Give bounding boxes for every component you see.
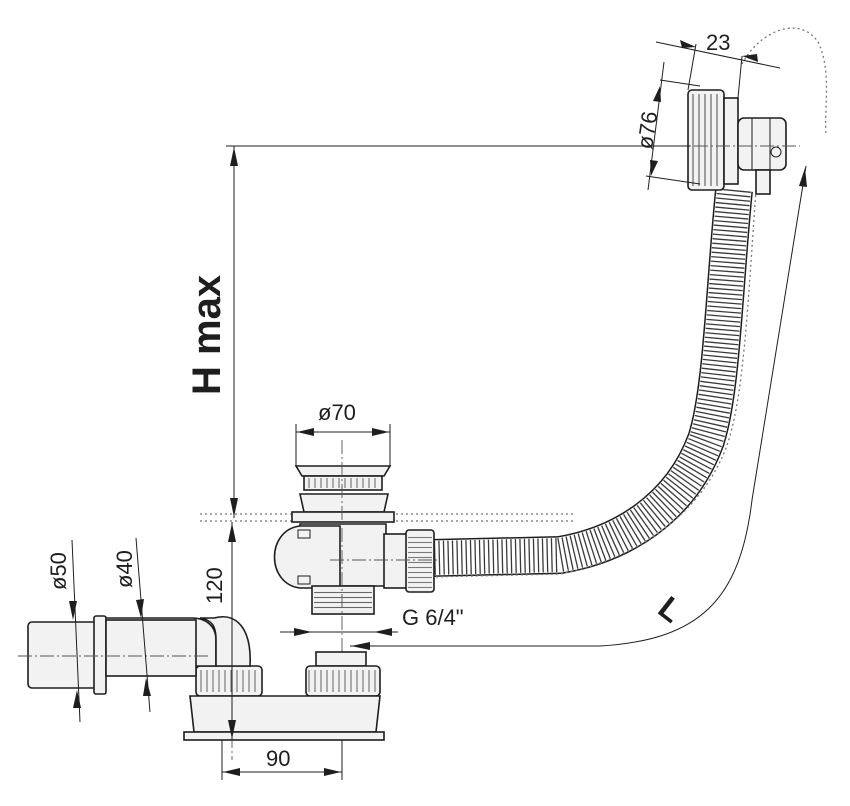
dim-90: 90 bbox=[221, 740, 343, 780]
dim-diameter-50-label: ø50 bbox=[46, 552, 71, 590]
dim-diameter-76-label: ø76 bbox=[632, 110, 662, 151]
dim-diameter-50: ø50 bbox=[46, 539, 81, 723]
dim-h-max-label: H max bbox=[185, 275, 229, 395]
dim-23: 23 bbox=[655, 30, 781, 99]
dim-diameter-40: ø40 bbox=[112, 537, 151, 713]
dim-diameter-40-label: ø40 bbox=[112, 550, 137, 588]
dim-23-label: 23 bbox=[706, 30, 730, 55]
dim-90-label: 90 bbox=[266, 746, 290, 771]
dim-diameter-70: ø70 bbox=[295, 400, 391, 466]
siphon-trap bbox=[18, 615, 385, 760]
dim-length-l-label: L bbox=[652, 589, 690, 629]
dim-thread: G 6/4" bbox=[280, 605, 464, 636]
pull-chain bbox=[741, 27, 828, 135]
flexible-hose bbox=[429, 188, 757, 578]
dim-diameter-76: ø76 bbox=[632, 61, 701, 191]
dim-120: 120 bbox=[202, 522, 236, 740]
dim-120-label: 120 bbox=[202, 567, 227, 604]
bath-rim-line bbox=[200, 513, 575, 522]
drain-assembly bbox=[273, 440, 440, 740]
overflow-head bbox=[650, 89, 800, 195]
dim-h-max: H max bbox=[185, 145, 690, 518]
dim-diameter-70-label: ø70 bbox=[318, 400, 356, 425]
dim-thread-label: G 6/4" bbox=[402, 605, 464, 630]
